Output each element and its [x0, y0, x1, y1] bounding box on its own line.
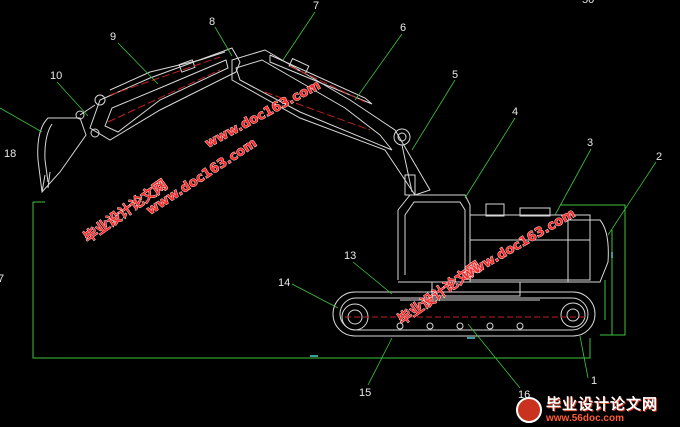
- arm-centerlines: [107, 56, 221, 123]
- boom-centerlines: [264, 65, 371, 131]
- boom: [231, 49, 431, 196]
- callout-6: 6: [400, 22, 406, 34]
- callout-15: 15: [359, 387, 371, 399]
- callout-9: 9: [110, 31, 116, 43]
- callout-18: 18: [4, 148, 16, 160]
- callout-7: 7: [313, 0, 319, 12]
- callout-8: 8: [209, 16, 215, 28]
- callout-3: 3: [587, 137, 593, 149]
- outline-frame: [32, 201, 626, 359]
- cyan-marks: [310, 252, 613, 357]
- callout-13: 13: [344, 250, 356, 262]
- watermark-url-2: www.doc163.com: [203, 78, 323, 151]
- callout-10: 10: [50, 70, 62, 82]
- callout-4: 4: [512, 106, 518, 118]
- edge-mark-left: 7: [0, 273, 4, 285]
- logo-text: 毕业设计论文网: [546, 394, 659, 413]
- logo-badge-icon: [516, 397, 542, 423]
- callout-14: 14: [278, 277, 290, 289]
- callout-1: 1: [591, 375, 597, 387]
- logo-url: www.56doc.com: [546, 412, 624, 424]
- undercarriage: [332, 291, 596, 337]
- upper-structure: [397, 194, 609, 297]
- bucket: [37, 104, 96, 194]
- watermark-url-3: www.doc163.com: [460, 206, 579, 283]
- edge-mark-top-right: 50: [582, 0, 594, 6]
- callout-5: 5: [452, 69, 458, 81]
- leader-lines: [0, 11, 657, 389]
- site-logo: 毕业设计论文网 www.56doc.com: [516, 395, 676, 425]
- boom-cylinder: [269, 54, 373, 105]
- callout-2: 2: [656, 151, 662, 163]
